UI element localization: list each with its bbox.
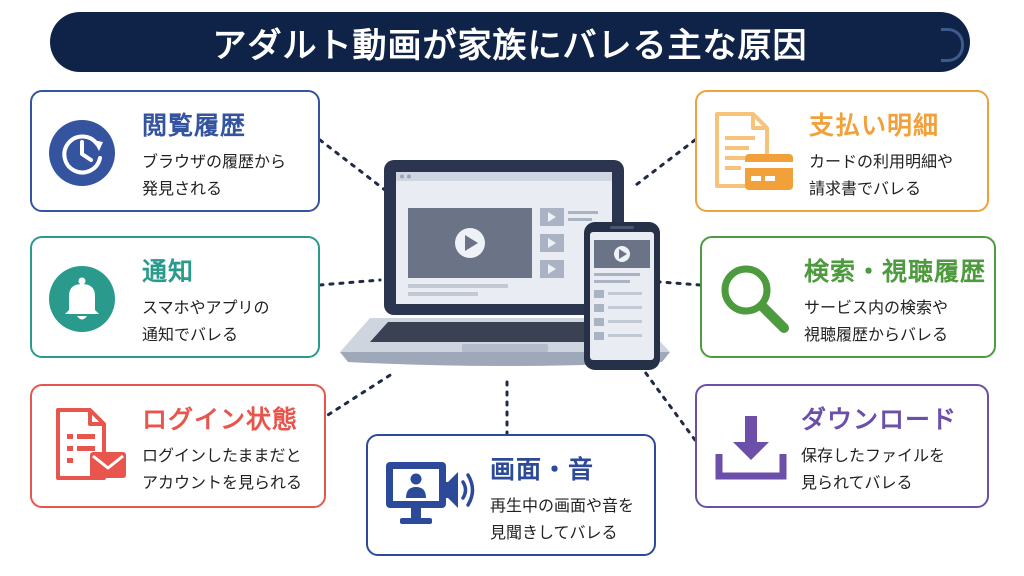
banner-decoration bbox=[941, 28, 964, 62]
card-screen-sound: 画面・音 再生中の画面や音を 見聞きしてバレる bbox=[366, 434, 656, 556]
bell-icon bbox=[49, 266, 115, 332]
card-description: ブラウザの履歴から 発見される bbox=[142, 148, 286, 202]
card-description-line: 見聞きしてバレる bbox=[490, 523, 618, 542]
connector-download bbox=[643, 370, 697, 442]
card-description: カードの利用明細や 請求書でバレる bbox=[809, 148, 953, 202]
connector-search-history bbox=[658, 280, 702, 287]
card-payment: 支払い明細 カードの利用明細や 請求書でバレる bbox=[695, 90, 989, 212]
document-mail-icon bbox=[56, 408, 126, 480]
card-description-line: 通知でバレる bbox=[142, 325, 239, 344]
card-description-line: 再生中の画面や音を bbox=[490, 496, 635, 515]
title-banner: アダルト動画が家族にバレる主な原因 bbox=[50, 12, 970, 72]
card-description-line: 請求書でバレる bbox=[809, 179, 922, 198]
invoice-card-icon bbox=[715, 112, 793, 190]
card-description-line: スマホやアプリの bbox=[142, 298, 270, 317]
card-description-line: ブラウザの履歴から bbox=[142, 152, 287, 171]
play-icon bbox=[465, 235, 478, 251]
card-title: ダウンロード bbox=[801, 405, 958, 434]
connector-notification bbox=[318, 278, 382, 287]
clock-history-icon bbox=[49, 120, 115, 186]
card-description-line: ログインしたままだと bbox=[142, 446, 302, 465]
connector-login-status bbox=[318, 370, 397, 422]
card-login-status: ログイン状態 ログインしたままだと アカウントを見られる bbox=[30, 384, 326, 508]
card-description-line: 保存したファイルを bbox=[801, 446, 946, 465]
card-title: 検索・視聴履歴 bbox=[804, 257, 987, 286]
card-notification: 通知 スマホやアプリの 通知でバレる bbox=[30, 236, 320, 358]
smartphone bbox=[584, 222, 660, 370]
card-browser-history: 閲覧履歴 ブラウザの履歴から 発見される bbox=[30, 90, 320, 212]
card-title: 閲覧履歴 bbox=[142, 111, 247, 140]
card-description: ログインしたままだと アカウントを見られる bbox=[142, 442, 302, 496]
monitor-speaker-icon bbox=[386, 462, 475, 524]
download-icon bbox=[715, 416, 787, 480]
card-download: ダウンロード 保存したファイルを 見られてバレる bbox=[695, 384, 989, 508]
card-title: 画面・音 bbox=[490, 455, 595, 484]
card-description: スマホやアプリの 通知でバレる bbox=[142, 294, 270, 348]
connector-payment bbox=[630, 138, 697, 190]
card-title: 支払い明細 bbox=[809, 111, 940, 140]
card-description: 保存したファイルを 見られてバレる bbox=[801, 442, 945, 496]
card-description-line: 発見される bbox=[142, 179, 223, 198]
card-description-line: サービス内の検索や bbox=[804, 298, 949, 317]
connector-browser-history bbox=[318, 138, 387, 192]
card-description: サービス内の検索や 視聴履歴からバレる bbox=[804, 294, 948, 348]
card-description-line: 見られてバレる bbox=[801, 473, 913, 492]
card-description-line: カードの利用明細や bbox=[809, 152, 954, 171]
card-title: 通知 bbox=[142, 257, 195, 286]
card-search-history: 検索・視聴履歴 サービス内の検索や 視聴履歴からバレる bbox=[700, 236, 996, 358]
devices-illustration bbox=[340, 160, 670, 370]
card-description-line: アカウントを見られる bbox=[142, 473, 303, 492]
magnifier-icon bbox=[721, 265, 789, 333]
card-title: ログイン状態 bbox=[142, 405, 299, 434]
card-description: 再生中の画面や音を 見聞きしてバレる bbox=[490, 492, 634, 546]
page-title: アダルト動画が家族にバレる主な原因 bbox=[212, 25, 808, 66]
card-description-line: 視聴履歴からバレる bbox=[804, 325, 949, 344]
